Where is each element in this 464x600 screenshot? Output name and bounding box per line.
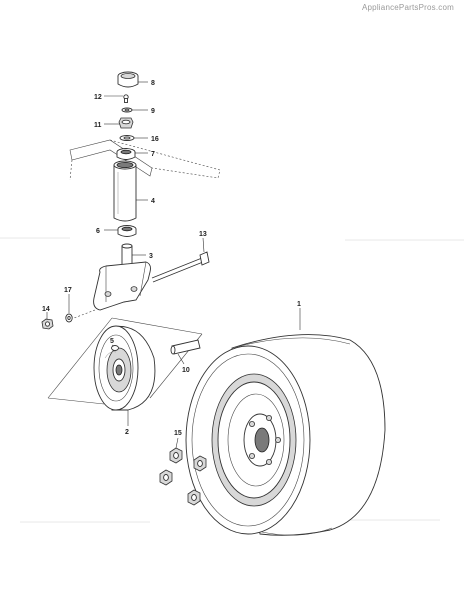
callout-12[interactable]: 12 <box>94 94 102 101</box>
callout-labels: 8 12 9 11 16 7 4 6 13 3 17 1 14 5 10 2 1… <box>42 80 301 437</box>
part-5-bushing[interactable] <box>111 345 119 351</box>
part-12-grease-fitting[interactable] <box>123 94 129 103</box>
part-8-dust-cap[interactable] <box>117 71 139 88</box>
callout-3[interactable]: 3 <box>149 253 153 260</box>
part-9-washer[interactable] <box>121 107 133 113</box>
part-6-lower-bearing[interactable] <box>117 225 137 237</box>
callout-2[interactable]: 2 <box>125 429 129 436</box>
callout-16[interactable]: 16 <box>151 136 159 143</box>
callout-7[interactable]: 7 <box>151 151 155 158</box>
callout-17[interactable]: 17 <box>64 287 72 294</box>
part-16-washer[interactable] <box>119 135 135 141</box>
part-17-spacer[interactable] <box>65 313 73 323</box>
watermark-text: AppliancePartsPros.com <box>362 3 454 12</box>
callout-1[interactable]: 1 <box>297 301 301 308</box>
part-13-axle-bolt[interactable] <box>151 251 210 283</box>
callout-10[interactable]: 10 <box>182 367 190 374</box>
callout-13[interactable]: 13 <box>199 231 207 238</box>
callout-4[interactable]: 4 <box>151 198 155 205</box>
part-10-axle-tube[interactable] <box>170 339 201 355</box>
callout-15[interactable]: 15 <box>174 430 182 437</box>
callout-5[interactable]: 5 <box>110 338 114 345</box>
callout-14[interactable]: 14 <box>42 306 50 313</box>
callout-6[interactable]: 6 <box>96 228 100 235</box>
leader-lines <box>46 81 301 449</box>
part-2-caster-wheel[interactable] <box>93 325 156 411</box>
callout-9[interactable]: 9 <box>151 108 155 115</box>
part-14-lock-nut[interactable] <box>41 318 54 330</box>
part-4-pivot-tube[interactable] <box>113 160 137 222</box>
part-7-upper-bearing[interactable] <box>116 148 136 160</box>
callout-11[interactable]: 11 <box>94 122 102 129</box>
callout-8[interactable]: 8 <box>151 80 155 87</box>
part-3-caster-fork[interactable] <box>93 243 151 311</box>
part-1-drive-tire[interactable] <box>185 334 386 536</box>
frame-arm <box>69 139 221 181</box>
part-11-nut[interactable] <box>118 117 134 129</box>
